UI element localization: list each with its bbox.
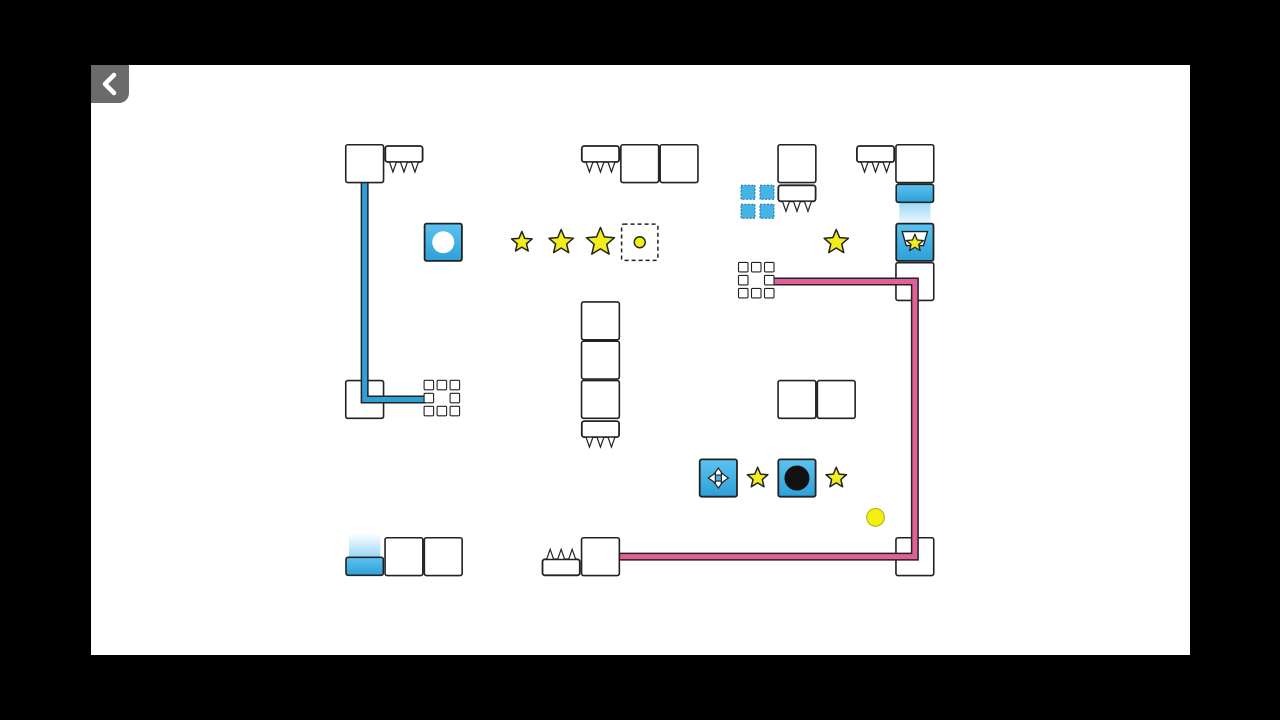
spike (596, 161, 605, 174)
spike (803, 200, 813, 214)
level-canvas (344, 143, 935, 577)
spike (545, 547, 555, 560)
spike (596, 436, 605, 449)
spike (781, 200, 791, 214)
spike-block (580, 420, 620, 449)
four-arrows-icon (707, 467, 730, 490)
spike (792, 200, 802, 214)
solid-block (659, 143, 699, 184)
black-hole-icon (784, 465, 810, 491)
spike-block (777, 184, 817, 214)
spike-block (541, 547, 581, 577)
four-way-arrows-block (698, 458, 738, 498)
spike (410, 161, 420, 174)
solid-block (580, 379, 621, 420)
spike-block (856, 145, 896, 174)
coin-icon (633, 236, 646, 249)
star-collectible (585, 226, 616, 255)
spike (607, 436, 616, 449)
white-orb-icon (432, 231, 455, 254)
grid-switch (737, 261, 775, 299)
chevron-left-icon (102, 72, 117, 96)
blue-wire (360, 175, 426, 404)
star-collectible (825, 466, 848, 488)
grid-switch (423, 379, 461, 417)
spike-block (384, 145, 424, 174)
pink-wire (620, 277, 919, 561)
solid-block (344, 143, 385, 184)
bounce-pad (345, 533, 385, 577)
bounce-pad (895, 183, 935, 229)
star-collectible (823, 228, 850, 254)
spike-block (580, 145, 620, 174)
spike (388, 161, 398, 174)
black-hole-block (777, 458, 817, 498)
star-collectible (548, 228, 575, 254)
spike (871, 161, 880, 174)
player-ball (866, 508, 885, 527)
spike (882, 161, 891, 174)
solid-block (580, 340, 621, 380)
coin-slot (620, 223, 659, 262)
solid-block (580, 536, 621, 577)
solid-block (384, 536, 424, 577)
spike (567, 547, 577, 560)
star-collectible (746, 466, 769, 488)
solid-block (816, 379, 856, 420)
solid-block (620, 143, 660, 184)
spike (860, 161, 869, 174)
spike (556, 547, 566, 560)
spike (607, 161, 616, 174)
back-button[interactable] (91, 65, 129, 103)
solid-block (423, 536, 463, 577)
dotted-blue-block-cluster (740, 184, 775, 219)
spike (585, 161, 594, 174)
game-stage (91, 65, 1190, 655)
star-goal-block (895, 222, 935, 262)
solid-block (777, 379, 817, 420)
spike (399, 161, 409, 174)
solid-block (777, 143, 817, 184)
white-orb-block (423, 222, 463, 262)
star-goal-icon (901, 230, 929, 252)
spike (585, 436, 594, 449)
solid-block (895, 143, 935, 184)
star-collectible (510, 230, 533, 252)
solid-block (580, 301, 621, 341)
